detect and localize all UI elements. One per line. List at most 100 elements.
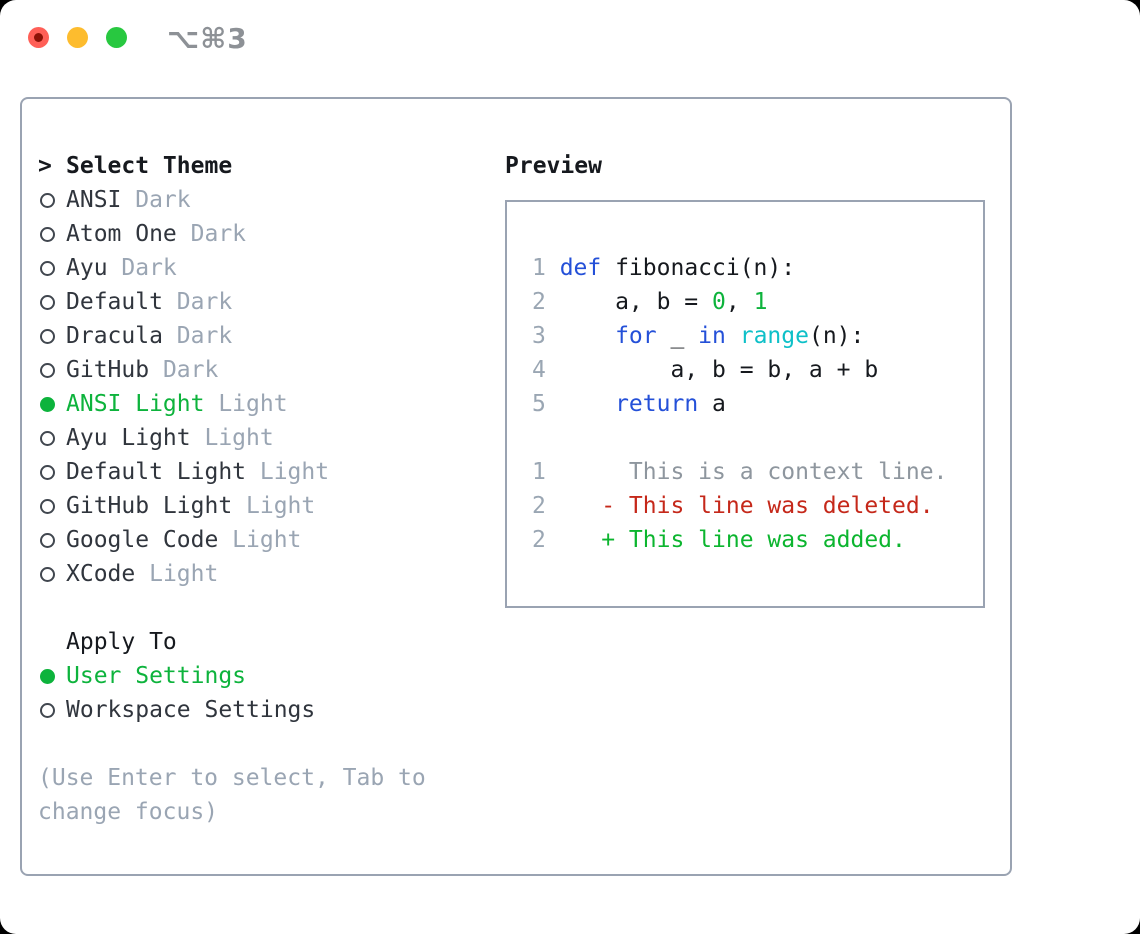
theme-name: Google Code (66, 527, 219, 553)
preview-panel: 1 def fibonacci(n): 2 a, b = 0, 1 3 for … (505, 200, 985, 608)
theme-picker: > Select Theme ANSI Dark Atom One Dark A… (38, 149, 488, 829)
apply-to-header: Apply To (38, 625, 488, 659)
preview-line: 3 for _ in range(n): (532, 319, 983, 353)
code-token: in (698, 323, 726, 349)
preview-line: 1 This is a context line. (532, 455, 983, 489)
theme-name: Ayu (66, 255, 108, 281)
code-token: + This line was added. (559, 527, 906, 553)
theme-variant-label: Dark (121, 255, 177, 281)
theme-variant-label: Dark (135, 187, 191, 213)
theme-name: Ayu Light (66, 425, 191, 451)
code-token: range (739, 323, 809, 349)
radio-icon (40, 668, 55, 684)
apply-to-option[interactable]: User Settings (38, 659, 488, 693)
zoom-button[interactable] (106, 27, 127, 48)
radio-icon (40, 532, 55, 548)
theme-name: GitHub (66, 357, 150, 383)
radio-icon (40, 362, 55, 378)
theme-variant-label: Dark (176, 323, 233, 349)
radio-icon (40, 396, 55, 412)
preview-line: 2 + This line was added. (532, 523, 983, 557)
code-token: (n): (808, 323, 865, 349)
theme-list: ANSI Dark Atom One Dark Ayu Dark Default… (38, 183, 488, 591)
line-number: 1 (532, 459, 546, 485)
theme-variant-label: Light (149, 561, 219, 587)
theme-name: ANSI (66, 187, 122, 213)
code-token: a, b = b, a + b (559, 357, 879, 383)
theme-option[interactable]: Dracula Dark (38, 319, 488, 353)
theme-name: Default Light (66, 459, 247, 485)
theme-variant-label: Light (246, 493, 316, 519)
theme-variant-label: Dark (162, 357, 219, 383)
theme-name: GitHub Light (66, 493, 233, 519)
preview-line (532, 421, 983, 455)
theme-variant-label: Light (259, 459, 330, 485)
minimize-button[interactable] (67, 27, 88, 48)
spacer (38, 591, 488, 625)
line-number: 2 (532, 289, 546, 315)
code-token: , (725, 289, 754, 315)
radio-icon (40, 294, 55, 310)
code-token: fibonacci(n): (601, 255, 796, 281)
preview-code: 1 def fibonacci(n): 2 a, b = 0, 1 3 for … (532, 251, 983, 557)
theme-option[interactable]: XCode Light (38, 557, 488, 591)
theme-option[interactable]: ANSI Dark (38, 183, 488, 217)
spacer (38, 727, 488, 761)
radio-icon (40, 192, 55, 208)
theme-variant-label: Light (218, 391, 288, 417)
preview-line: 2 a, b = 0, 1 (532, 285, 983, 319)
theme-option[interactable]: GitHub Dark (38, 353, 488, 387)
apply-to-option[interactable]: Workspace Settings (38, 693, 488, 727)
hint-text-line1: (Use Enter to select, Tab to (38, 765, 426, 791)
code-token (560, 391, 615, 417)
code-token: return (615, 391, 699, 417)
preview-line: 5 return a (532, 387, 983, 421)
theme-option[interactable]: Default Dark (38, 285, 488, 319)
theme-name: Atom One (66, 221, 177, 247)
window-title: ⌥⌘3 (167, 22, 248, 55)
theme-variant-label: Light (204, 425, 274, 451)
theme-option[interactable]: Google Code Light (38, 523, 488, 557)
radio-icon (40, 464, 55, 480)
line-number: 4 (532, 357, 546, 383)
radio-icon (40, 498, 55, 514)
theme-option[interactable]: GitHub Light Light (38, 489, 488, 523)
code-token (726, 323, 740, 349)
radio-icon (40, 328, 55, 344)
close-dot-icon (34, 33, 43, 42)
line-number: 2 (532, 527, 546, 553)
main-panel: > Select Theme ANSI Dark Atom One Dark A… (20, 97, 1012, 876)
code-token (560, 323, 615, 349)
theme-name: Dracula (66, 323, 163, 349)
apply-to-label: Workspace Settings (66, 697, 316, 723)
theme-option[interactable]: ANSI Light Light (38, 387, 488, 421)
theme-name: XCode (66, 561, 136, 587)
radio-icon (40, 430, 55, 446)
code-token: _ (656, 323, 699, 349)
code-token: 1 (753, 289, 768, 315)
radio-icon (40, 566, 55, 582)
code-token: def (559, 255, 602, 281)
apply-to-list: User Settings Workspace Settings (38, 659, 488, 727)
line-number: 3 (532, 323, 546, 349)
code-token: - This line was deleted. (559, 493, 934, 519)
theme-option[interactable]: Atom One Dark (38, 217, 488, 251)
line-number: 2 (532, 493, 546, 519)
page-title: Select Theme (66, 153, 233, 179)
code-token: a (698, 391, 726, 417)
theme-option[interactable]: Ayu Dark (38, 251, 488, 285)
radio-icon (40, 260, 55, 276)
preview-line: 2 - This line was deleted. (532, 489, 983, 523)
apply-to-label: User Settings (66, 663, 247, 689)
code-token: This is a context line. (559, 459, 948, 485)
theme-variant-label: Dark (190, 221, 247, 247)
theme-variant-label: Dark (176, 289, 233, 315)
code-token: a, b = (559, 289, 713, 315)
theme-option[interactable]: Default Light Light (38, 455, 488, 489)
radio-icon (40, 702, 55, 718)
preview-title: Preview (505, 153, 602, 179)
apply-to-title: Apply To (66, 629, 177, 655)
close-button[interactable] (28, 27, 49, 48)
theme-option[interactable]: Ayu Light Light (38, 421, 488, 455)
